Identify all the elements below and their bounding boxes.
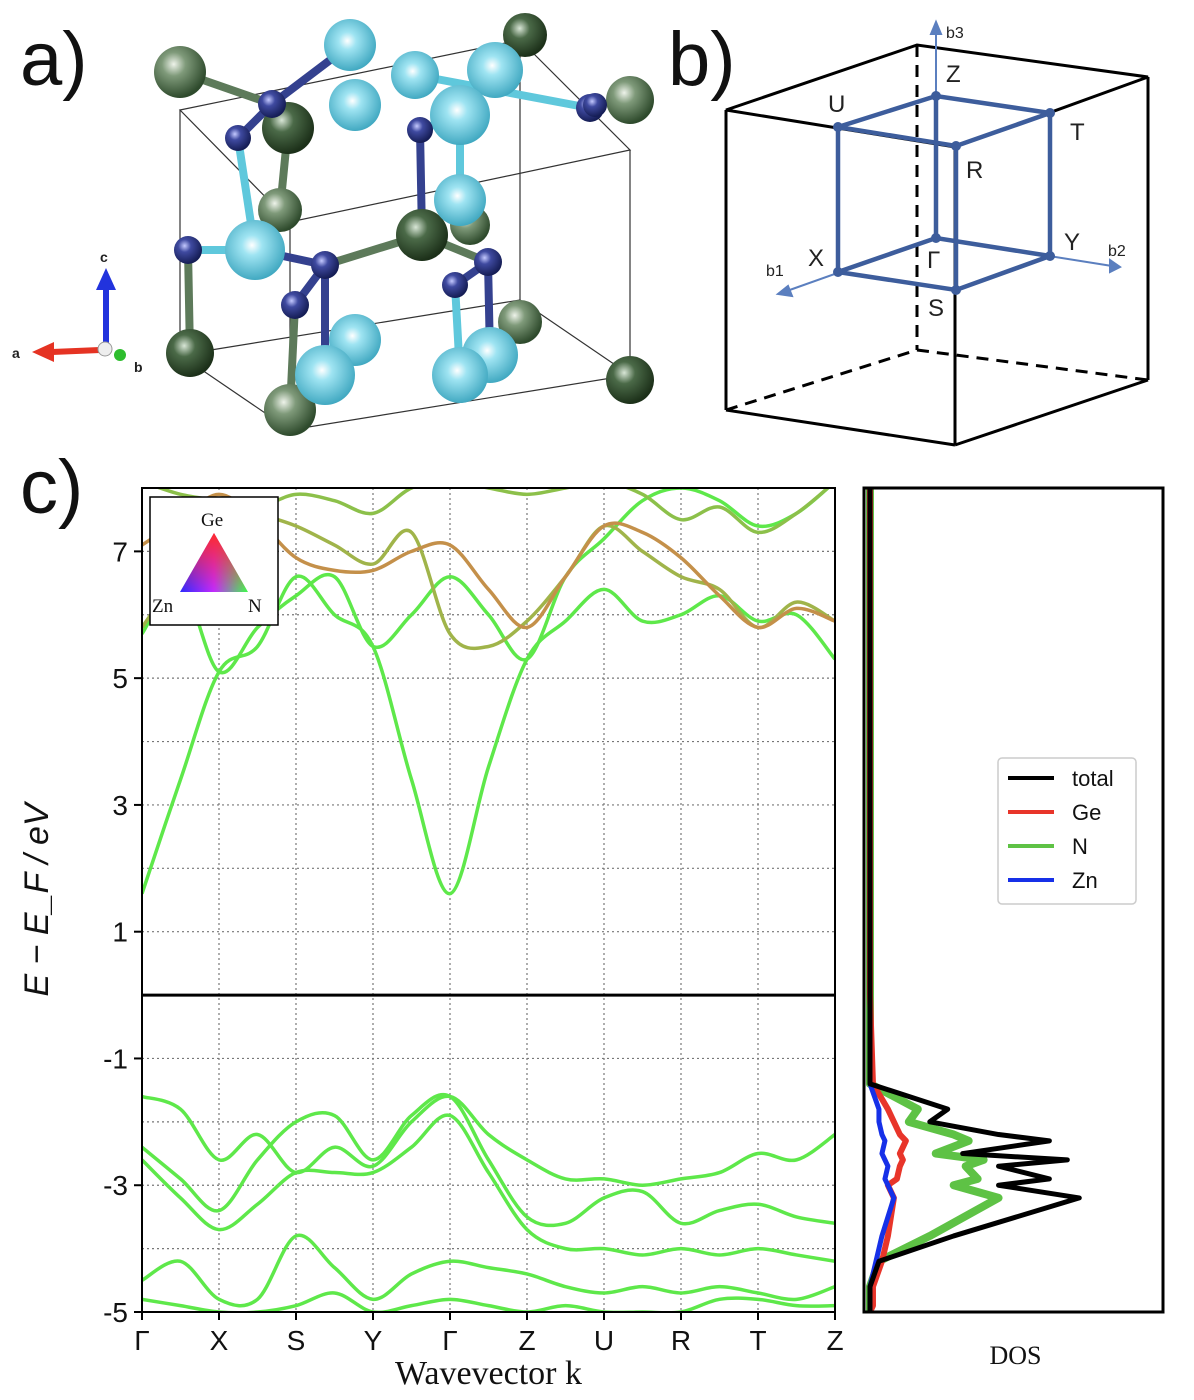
atom-N [281, 291, 309, 319]
panel-label-a: a) [20, 17, 88, 102]
atom-N [583, 93, 607, 117]
atoms [154, 13, 654, 436]
bz-point-Gamma: Γ [927, 247, 940, 274]
crystal-structure: c a b [12, 13, 654, 436]
y-tick-label: 5 [112, 663, 128, 694]
bz-cube [835, 93, 1053, 293]
x-tick-label: Γ [442, 1325, 457, 1356]
atom-Zn [329, 79, 381, 131]
atom-N [225, 125, 251, 151]
y-tick-label: 1 [112, 917, 128, 948]
atom-N [407, 117, 433, 143]
axis-indicator: c a b [12, 249, 143, 375]
band-line [142, 1093, 835, 1228]
y-tick-label: -1 [103, 1043, 128, 1074]
atom-Ge [166, 329, 214, 377]
ternary-label-N: N [248, 596, 262, 617]
y-tick-label: 3 [112, 790, 128, 821]
atom-Ge [606, 356, 654, 404]
dos-lines [865, 488, 1082, 1312]
atom-Ge [498, 300, 542, 344]
band-line [142, 1113, 835, 1264]
bz-point-S: S [928, 295, 944, 322]
legend-label-N: N [1072, 834, 1088, 859]
x-tick-label: T [749, 1325, 766, 1356]
axis-label-b: b [134, 359, 143, 375]
outer-box [724, 43, 1150, 447]
x-tick-label: U [594, 1325, 614, 1356]
x-tick-label: Z [518, 1325, 535, 1356]
atom-Zn [467, 42, 523, 98]
axis-label-c: c [100, 249, 108, 265]
x-tick-label: R [671, 1325, 691, 1356]
dos-line-total [867, 488, 1082, 1312]
band-line [142, 1291, 835, 1312]
legend-label-Ge: Ge [1072, 800, 1101, 825]
bz-point-X: X [808, 245, 824, 272]
atom-N [442, 272, 468, 298]
band-line [142, 1233, 835, 1308]
x-tick-label: X [210, 1325, 229, 1356]
dos-plot-frame [862, 486, 1165, 1314]
y-axis-label: E − E_F / eV [18, 800, 56, 996]
atom-Ge [258, 188, 302, 232]
brillouin-zone: Z U T R X Γ Y S b1 b2 b3 [724, 19, 1150, 447]
x-tick-label: Y [364, 1325, 383, 1356]
x-tick-label: S [287, 1325, 306, 1356]
x-tick-label: Z [826, 1325, 843, 1356]
atom-Zn [324, 19, 376, 71]
atom-N [174, 236, 202, 264]
band-structure-chart: Γ X S Y Γ Z U R T Z -5 -3 -1 1 3 5 7 Wavevector k E − E_… [18, 486, 1165, 1392]
panel-label-c: c) [20, 445, 84, 530]
dos-x-label: DOS [989, 1341, 1041, 1370]
bz-point-Z: Z [946, 61, 961, 88]
atom-Ge [396, 209, 448, 261]
atom-Zn [430, 85, 490, 145]
atom-Ge [264, 384, 316, 436]
atom-Zn [434, 174, 486, 226]
ternary-label-Ge: Ge [201, 510, 223, 531]
band-plot-frame [141, 487, 836, 1313]
legend-label-total: total [1072, 766, 1114, 791]
atom-Zn [295, 345, 355, 405]
bz-point-T: T [1070, 119, 1085, 146]
band-ticks: Γ X S Y Γ Z U R T Z -5 -3 -1 1 3 5 7 [103, 536, 843, 1356]
atom-N [258, 90, 286, 118]
axis-label-a: a [12, 345, 20, 361]
ternary-legend: Ge Zn N [149, 496, 279, 626]
atom-Zn [391, 51, 439, 99]
band-line [142, 574, 835, 896]
y-tick-label: -3 [103, 1170, 128, 1201]
bz-point-R: R [966, 157, 983, 184]
vector-b2: b2 [1108, 243, 1126, 260]
atom-Zn [432, 347, 488, 403]
atom-Ge [154, 46, 206, 98]
vector-b1: b1 [766, 263, 784, 280]
x-axis-label: Wavevector k [395, 1355, 582, 1392]
atom-N [474, 248, 502, 276]
y-tick-label: 7 [112, 536, 128, 567]
atom-N [311, 251, 339, 279]
band-line [142, 488, 831, 675]
panel-label-b: b) [668, 17, 736, 102]
atom-Ge [503, 13, 547, 57]
y-tick-label: -5 [103, 1297, 128, 1328]
atom-Ge [606, 76, 654, 124]
vector-b3: b3 [946, 25, 964, 42]
bz-point-U: U [828, 91, 845, 118]
band-line [142, 1094, 835, 1187]
bz-point-Y: Y [1064, 229, 1080, 256]
atom-Zn [225, 220, 285, 280]
x-tick-label: Γ [134, 1325, 149, 1356]
legend-label-Zn: Zn [1072, 868, 1098, 893]
ternary-label-Zn: Zn [152, 596, 174, 617]
